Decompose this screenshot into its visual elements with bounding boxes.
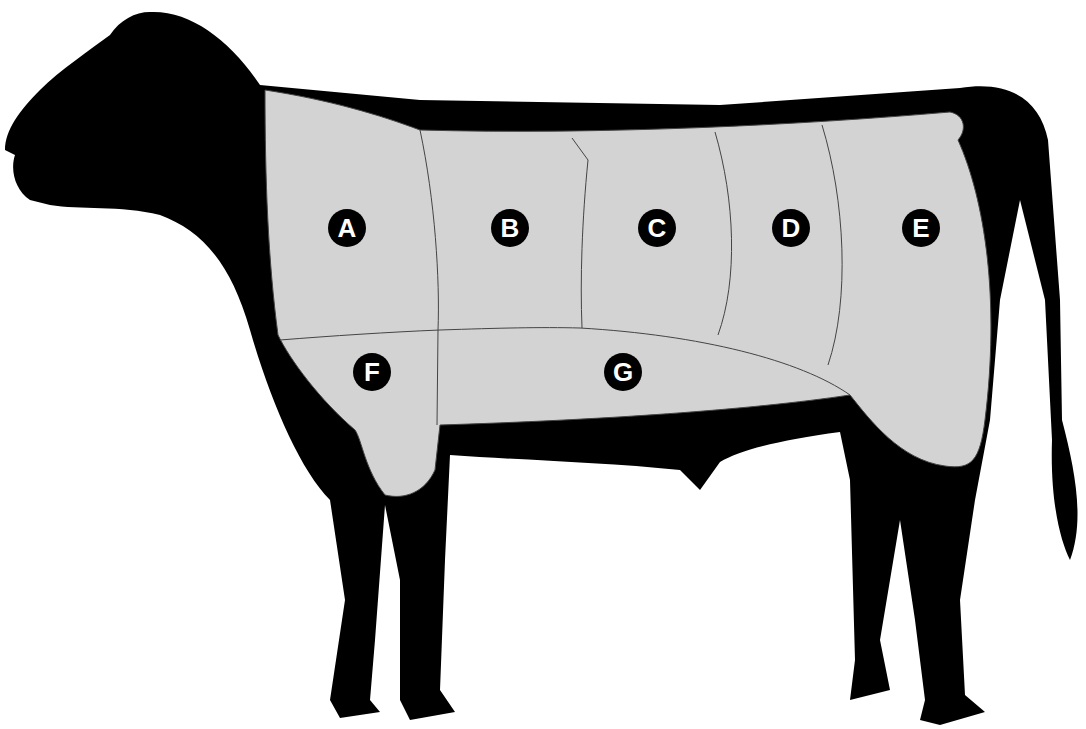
cow-silhouette xyxy=(5,12,1078,725)
cut-letter-circle: F xyxy=(353,353,391,391)
cut-letter-circle: E xyxy=(902,209,940,247)
callout-letter: F xyxy=(364,359,380,385)
cut-regions xyxy=(265,90,991,496)
callout-letter: B xyxy=(501,215,520,241)
callout-letter: G xyxy=(613,359,633,385)
callout-letter: C xyxy=(648,215,667,241)
callout-letter: E xyxy=(912,215,929,241)
callout-letter: D xyxy=(782,215,801,241)
cut-letter-circle: C xyxy=(638,209,676,247)
cut-lines xyxy=(280,125,850,425)
callout-letter: A xyxy=(338,215,357,241)
cut-letter-circle: D xyxy=(772,209,810,247)
cut-letter-circle: A xyxy=(328,209,366,247)
cut-letter-circle: G xyxy=(604,353,642,391)
cut-letter-circle: B xyxy=(491,209,529,247)
